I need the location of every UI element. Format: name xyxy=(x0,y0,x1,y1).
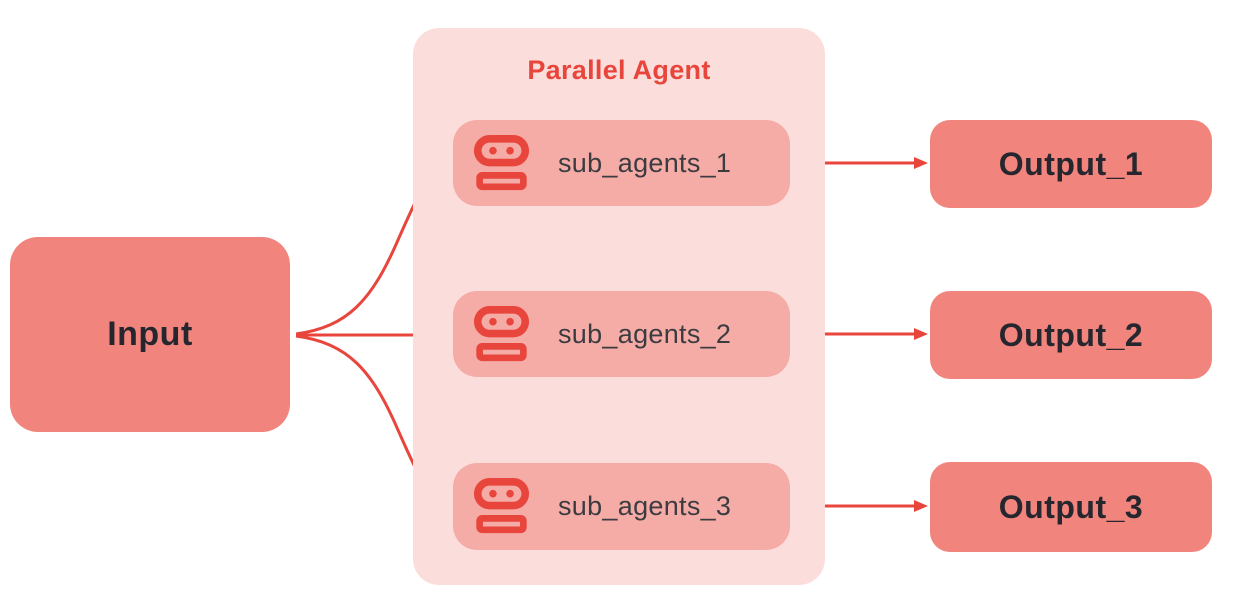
robot-icon xyxy=(473,134,530,190)
output-2-label: Output_2 xyxy=(998,316,1144,353)
output-3-label: Output_3 xyxy=(998,488,1144,525)
output-2-node: Output_2 xyxy=(930,291,1212,379)
sub-agents-1-label: sub_agents_1 xyxy=(558,147,732,178)
parallel-agent-title: Parallel Agent xyxy=(527,55,711,85)
robot-icon xyxy=(473,305,530,361)
sub-agents-2-node: sub_agents_2 xyxy=(453,291,790,377)
input-node: Input xyxy=(10,237,290,432)
sub-agents-3-node: sub_agents_3 xyxy=(453,463,790,550)
output-3-node: Output_3 xyxy=(930,462,1212,552)
input-node-label: Input xyxy=(107,315,193,353)
sub-agents-2-label: sub_agents_2 xyxy=(558,318,732,349)
sub-agents-1-node: sub_agents_1 xyxy=(453,120,790,206)
robot-icon xyxy=(473,478,530,534)
output-1-label: Output_1 xyxy=(998,145,1144,182)
output-1-node: Output_1 xyxy=(930,120,1212,208)
sub-agents-3-label: sub_agents_3 xyxy=(558,491,732,521)
